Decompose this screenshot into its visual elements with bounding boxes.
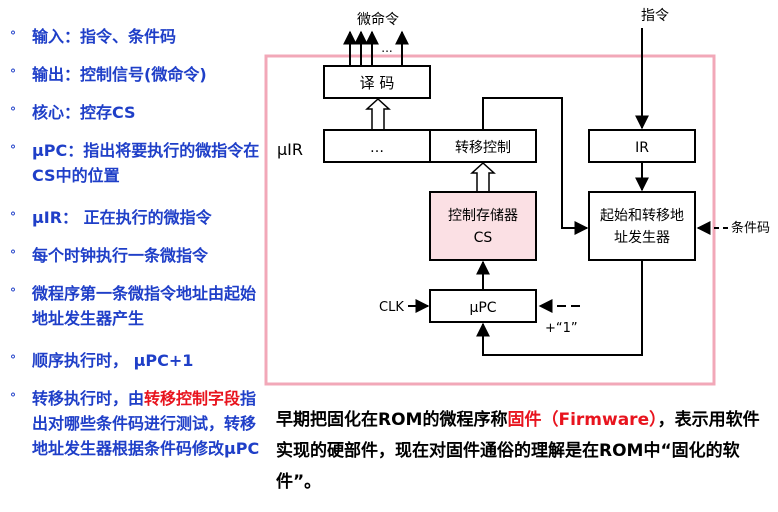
plus-one-label: +“1” (545, 321, 578, 336)
bullet-dot-icon: ° (10, 286, 16, 300)
address-generator-label-2: 址发生器 (614, 230, 670, 246)
controller-frame (264, 54, 716, 386)
bullet-text-highlight: 转移控制字段 (144, 389, 241, 408)
bullet-dot-icon: ° (10, 29, 16, 43)
bullet-text: 核心：控存CS (32, 103, 136, 122)
bullet-text: 每个时钟执行一条微指令 (32, 246, 209, 265)
branch-control-path (482, 97, 589, 235)
uir-label: μIR (277, 140, 303, 159)
bullet-item: ° μIR： 正在执行的微指令 (10, 205, 265, 230)
bullet-item: ° 每个时钟执行一条微指令 (10, 243, 265, 268)
address-generator-label: 起始和转移地 (600, 208, 684, 224)
control-store-box (429, 191, 537, 261)
bullet-dot-icon: ° (10, 143, 16, 157)
bullet-dot-icon: ° (10, 248, 16, 262)
bullet-text: μIR： 正在执行的微指令 (32, 208, 212, 227)
clk-label: CLK (379, 300, 404, 315)
address-generator-box (588, 191, 696, 261)
ir-label: IR (635, 140, 649, 156)
micro-command-arrows (343, 30, 409, 66)
control-store-label: 控制存储器 (448, 208, 518, 224)
upc-label: μPC (469, 300, 496, 316)
bullet-text-pre: 转移执行时，由 (32, 389, 145, 408)
bullet-item: ° 微程序第一条微指令地址由起始地址发生器产生 (10, 281, 265, 331)
bullet-text: 顺序执行时， μPC+1 (32, 351, 194, 370)
bullet-item: ° 转移执行时，由转移控制字段指出对哪些条件码进行测试，转移地址发生器根据条件码… (10, 386, 265, 461)
condition-code-label: 条件码 (731, 220, 770, 236)
paragraph-highlight: 固件（Firmware） (507, 410, 658, 430)
addrgen-to-upc-path (476, 260, 643, 356)
bullet-item: ° 输出：控制信号(微命令) (10, 62, 265, 87)
cs-to-uir-arrow (470, 161, 496, 192)
decoder-label: 译 码 (360, 74, 395, 92)
bullet-dot-icon: ° (10, 353, 16, 367)
micro-command-label: 微命令 (357, 11, 399, 28)
bullet-text: 输出：控制信号(微命令) (32, 65, 207, 84)
bullet-dot-icon: ° (10, 105, 16, 119)
uir-to-decoder-arrow (365, 97, 391, 130)
bullet-text-post: 指出对哪些条件码进行测试，转移地址发生器根据条件码修改μPC (32, 389, 260, 458)
instruction-register (588, 129, 696, 163)
paragraph-post: ，表示用软件实现的硬部件，现在对固件通俗的理解是在ROM中“固化的软件”。 (276, 410, 760, 492)
bullet-text: 输入：指令、条件码 (32, 27, 177, 46)
bullet-dot-icon: ° (10, 391, 16, 405)
arrow-dots: ... (381, 41, 392, 55)
bullet-item: ° 顺序执行时， μPC+1 (10, 348, 265, 373)
bullet-dot-icon: ° (10, 67, 16, 81)
control-store-cs-label: CS (474, 230, 493, 246)
instruction-label: 指令 (641, 8, 669, 24)
bullet-item: ° 核心：控存CS (10, 100, 265, 125)
bullet-text: 转移执行时，由转移控制字段指出对哪些条件码进行测试，转移地址发生器根据条件码修改… (10, 386, 265, 461)
bullet-text: 微程序第一条微指令地址由起始地址发生器产生 (32, 284, 257, 328)
firmware-paragraph: 早期把固化在ROM的微程序称固件（Firmware），表示用软件实现的硬部件，现… (276, 405, 771, 498)
bullet-item: ° μPC：指出将要执行的微指令在CS中的位置 (10, 138, 265, 188)
branch-control-field: 转移控制 (455, 140, 511, 156)
bullet-text: μPC：指出将要执行的微指令在CS中的位置 (32, 141, 260, 185)
upc-register (429, 289, 537, 323)
decoder-box (323, 65, 431, 99)
bullet-item: ° 输入：指令、条件码 (10, 24, 265, 49)
uir-dots: … (370, 140, 384, 156)
paragraph-pre: 早期把固化在ROM的微程序称 (276, 410, 508, 430)
bullet-dot-icon: ° (10, 210, 16, 224)
